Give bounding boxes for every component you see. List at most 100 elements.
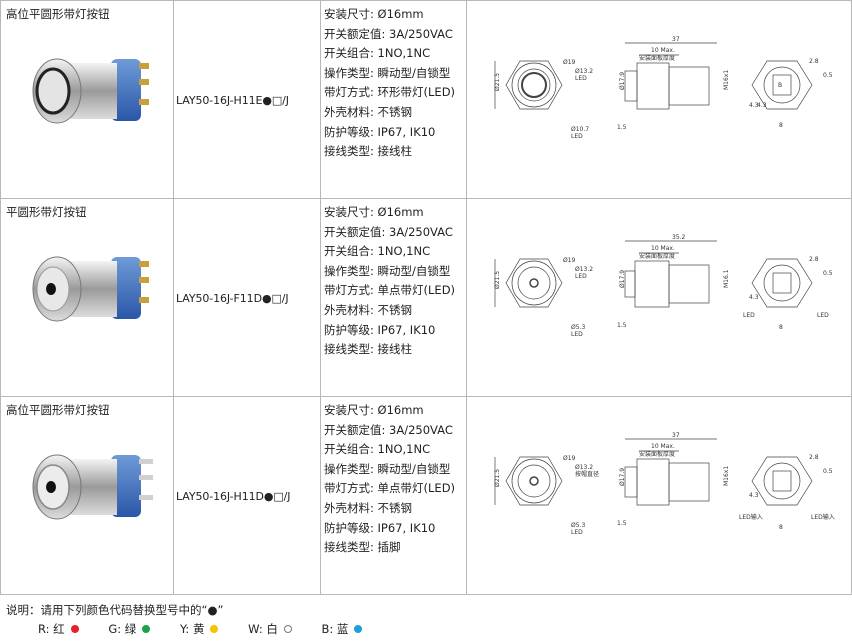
dim-label: 4.3 bbox=[749, 102, 759, 109]
spec-line: 操作类型: 瞬动型/自锁型 bbox=[324, 263, 451, 278]
technical-drawing: Ø19 Ø13.2 按帽直径 Ø21.5 Ø5.3 LED 37 10 Max.… bbox=[494, 432, 835, 536]
white-dot-icon bbox=[283, 625, 292, 633]
spec-line: 安装尺寸: Ø16mm bbox=[324, 7, 424, 21]
dim-label: LED bbox=[571, 133, 583, 140]
spec-line: 开关组合: 1NO,1NC bbox=[324, 46, 431, 61]
dim-label: 按帽直径 bbox=[575, 470, 599, 478]
dim-label: Ø17.9 bbox=[619, 270, 626, 288]
color-code-item: W: 白 bbox=[248, 621, 292, 637]
dim-label: M16.1 bbox=[723, 269, 730, 288]
model-cell: LAY50-16J-H11D●□/J bbox=[173, 396, 321, 595]
dim-label: Ø5.3 bbox=[571, 522, 585, 529]
model-number: LAY50-16J-H11E●□/J bbox=[176, 94, 289, 107]
dim-label: Ø13.2 bbox=[575, 464, 593, 471]
red-dot-icon bbox=[70, 625, 79, 633]
product-name: 高位平圆形带灯按钮 bbox=[6, 403, 110, 417]
model-cell: LAY50-16J-H11E●□/J bbox=[173, 0, 321, 199]
color-code-note: 说明：请用下列颜色代码替换型号中的“●” bbox=[6, 603, 224, 617]
dim-label: 2.8 bbox=[809, 58, 819, 65]
dim-label: 4.3 bbox=[757, 102, 767, 109]
model-number: LAY50-16J-H11D●□/J bbox=[176, 490, 291, 503]
dim-label: M16x1 bbox=[723, 70, 730, 90]
dim-label: 10 Max. bbox=[651, 245, 675, 252]
dim-label: LED bbox=[571, 529, 583, 536]
dim-label: LED bbox=[575, 75, 587, 82]
color-code-label: B: 蓝 bbox=[321, 622, 349, 636]
spec-line: 带灯方式: 环形带灯(LED) bbox=[324, 85, 456, 100]
button-photo bbox=[32, 58, 149, 124]
dim-label: 1.5 bbox=[617, 124, 627, 131]
dim-label: 10 Max. bbox=[651, 47, 675, 54]
spec-line: 外壳材料: 不锈钢 bbox=[324, 104, 413, 119]
product-row: 高位平圆形带灯按钮 LAY50-16J-H11E●□/J 安装尺寸: Ø16mm… bbox=[0, 0, 852, 199]
dim-label: Ø19 bbox=[563, 59, 576, 66]
spec-line: 带灯方式: 单点带灯(LED) bbox=[324, 481, 456, 496]
dim-label: 8 bbox=[779, 524, 783, 531]
spec-line: 带灯方式: 单点带灯(LED) bbox=[324, 283, 456, 298]
dim-label: LED bbox=[575, 273, 587, 280]
spec-line: 开关组合: 1NO,1NC bbox=[324, 244, 431, 259]
color-code-label: Y: 黄 bbox=[179, 622, 205, 636]
button-photo bbox=[32, 256, 149, 322]
spec-cell: 安装尺寸: Ø16mm 开关额定值: 3A/250VAC 开关组合: 1NO,1… bbox=[320, 198, 467, 397]
dim-label: M16x1 bbox=[723, 466, 730, 486]
dim-label: 1.5 bbox=[617, 322, 627, 329]
color-code-item: Y: 黄 bbox=[180, 621, 219, 637]
dim-label: 8 bbox=[779, 324, 783, 331]
dim-label: 1.5 bbox=[617, 520, 627, 527]
color-code-label: R: 红 bbox=[38, 622, 65, 636]
dim-label: Ø21.5 bbox=[494, 469, 501, 487]
spec-line: 外壳材料: 不锈钢 bbox=[324, 500, 413, 515]
product-name: 平圆形带灯按钮 bbox=[6, 205, 87, 219]
dim-label: 10 Max. bbox=[651, 443, 675, 450]
dim-label: LED bbox=[571, 331, 583, 338]
dim-label: Ø13.2 bbox=[575, 266, 593, 273]
spec-line: 接线类型: 接线柱 bbox=[324, 342, 413, 357]
green-dot-icon bbox=[142, 625, 151, 633]
technical-drawing: Ø19 Ø13.2 LED Ø21.5 Ø5.3 LED 35.2 10 Max… bbox=[494, 234, 833, 338]
model-number: LAY50-16J-F11D●□/J bbox=[176, 292, 289, 305]
model-cell: LAY50-16J-F11D●□/J bbox=[173, 198, 321, 397]
drawing-cell: Ø19 Ø13.2 按帽直径 Ø21.5 Ø5.3 LED 37 10 Max.… bbox=[466, 396, 852, 595]
spec-line: 接线类型: 接线柱 bbox=[324, 144, 413, 159]
spec-line: 外壳材料: 不锈钢 bbox=[324, 302, 413, 317]
color-code-legend: R: 红 G: 绿 Y: 黄 W: 白 B: 蓝 bbox=[38, 621, 388, 637]
spec-line: 开关组合: 1NO,1NC bbox=[324, 442, 431, 457]
product-image-cell: 高位平圆形带灯按钮 bbox=[0, 0, 174, 199]
product-table: 高位平圆形带灯按钮 LAY50-16J-H11E●□/J 安装尺寸: Ø16mm… bbox=[0, 0, 852, 595]
dim-label: 安装面板厚度 bbox=[639, 252, 675, 260]
spec-line: 安装尺寸: Ø16mm bbox=[324, 403, 424, 417]
spec-line: 操作类型: 瞬动型/自锁型 bbox=[324, 65, 451, 80]
dim-label: Ø19 bbox=[563, 455, 576, 462]
dim-label: B bbox=[778, 82, 782, 89]
dim-label: Ø13.2 bbox=[575, 68, 593, 75]
blue-dot-icon bbox=[354, 625, 363, 633]
dim-label: Ø17.9 bbox=[619, 468, 626, 486]
dim-label: LED bbox=[743, 312, 755, 319]
dim-label: Ø10.7 bbox=[571, 126, 589, 133]
product-image-cell: 平圆形带灯按钮 bbox=[0, 198, 174, 397]
dim-label: 0.5 bbox=[823, 72, 833, 79]
dim-label: Ø5.3 bbox=[571, 324, 585, 331]
color-code-item: R: 红 bbox=[38, 621, 79, 637]
product-image-cell: 高位平圆形带灯按钮 bbox=[0, 396, 174, 595]
dim-label: Ø17.9 bbox=[619, 72, 626, 90]
dim-label: Ø19 bbox=[563, 257, 576, 264]
spec-line: 防护等级: IP67, IK10 bbox=[324, 520, 436, 535]
dim-label: 4.3 bbox=[749, 294, 759, 301]
dim-label: LED输入 bbox=[739, 513, 763, 521]
product-row: 平圆形带灯按钮 LAY50-16J-F11D●□/J 安装尺寸: Ø16mm 开… bbox=[0, 198, 852, 397]
spec-line: 接线类型: 插脚 bbox=[324, 540, 401, 555]
dim-label: LED输入 bbox=[811, 513, 835, 521]
dim-label: 4.3 bbox=[749, 492, 759, 499]
yellow-dot-icon bbox=[210, 625, 219, 633]
dim-label: Ø21.5 bbox=[494, 73, 501, 91]
spec-line: 操作类型: 瞬动型/自锁型 bbox=[324, 461, 451, 476]
dim-label: 8 bbox=[779, 122, 783, 129]
dim-label: 0.5 bbox=[823, 468, 833, 475]
dim-label: 2.8 bbox=[809, 454, 819, 461]
spec-line: 防护等级: IP67, IK10 bbox=[324, 124, 436, 139]
dim-label: 37 bbox=[672, 36, 680, 43]
color-code-item: B: 蓝 bbox=[322, 621, 363, 637]
